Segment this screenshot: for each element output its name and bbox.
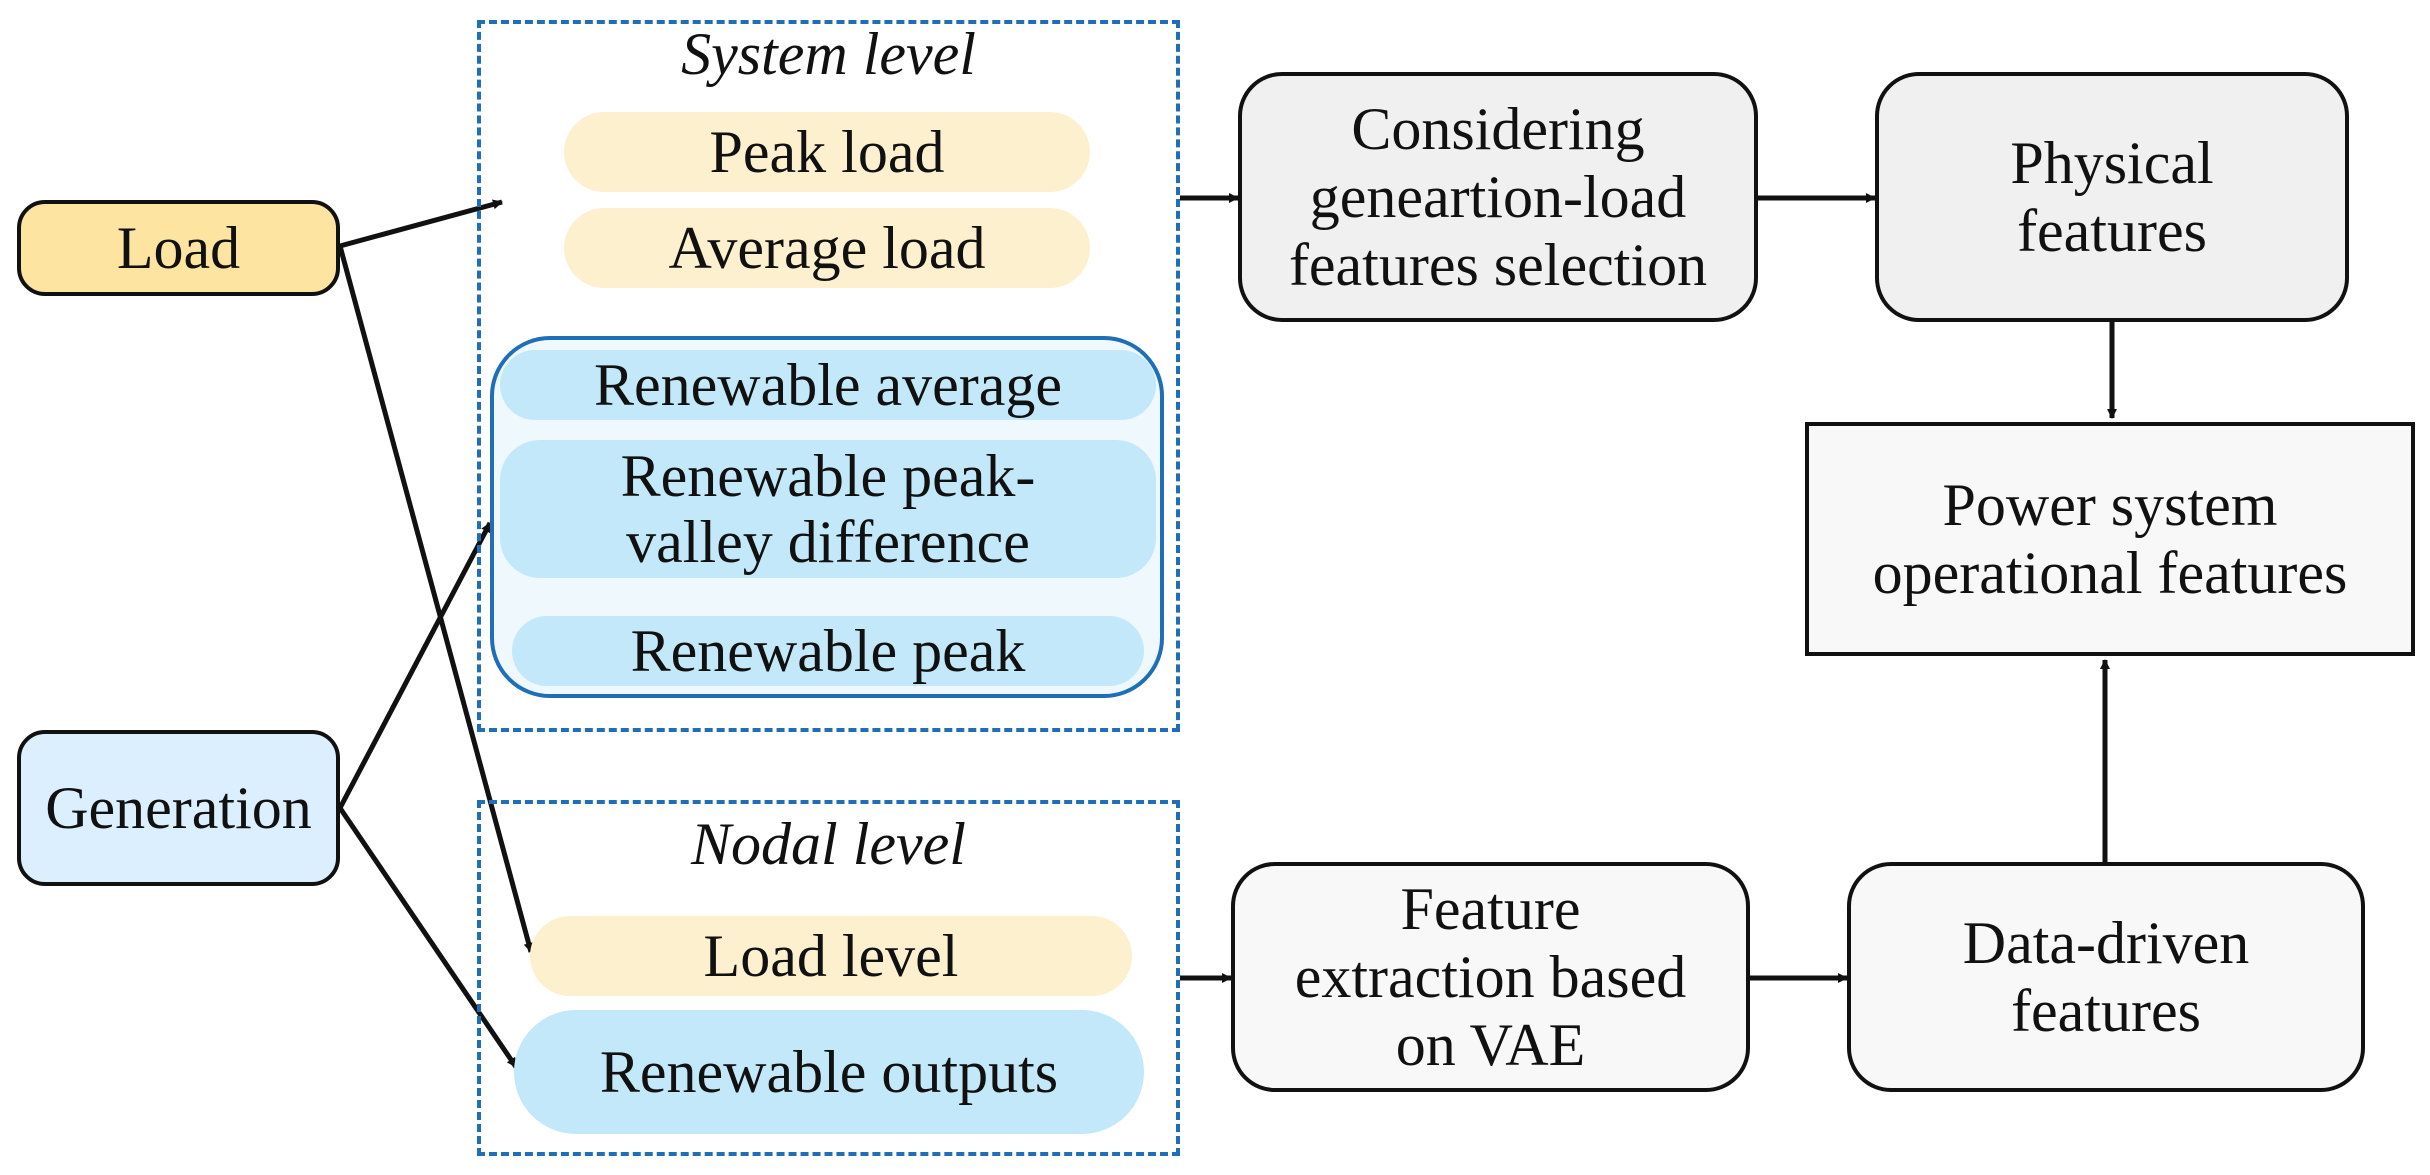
renewable-outputs-pill: Renewable outputs: [514, 1010, 1144, 1134]
data-driven-features-box: Data-driven features: [1847, 862, 2365, 1092]
nodal-level-group: [477, 800, 1180, 1156]
load-level-label: Load level: [703, 923, 959, 989]
generation-source-box: Generation: [17, 730, 340, 886]
arrow-generation-to-renewable-outputs: [337, 806, 519, 1069]
renewable-peak-pill: Renewable peak: [512, 616, 1144, 686]
renewable-average-label: Renewable average: [593, 352, 1063, 418]
vae-line1: Feature: [1400, 876, 1581, 942]
average-load-label: Average load: [668, 215, 986, 281]
physical-line2: features: [2017, 198, 2207, 264]
arrow-generation-to-renewable: [337, 521, 493, 810]
arrow-load-to-system: [339, 199, 503, 249]
operational-line2: operational features: [1872, 540, 2348, 606]
generation-source-label: Generation: [45, 775, 312, 841]
average-load-pill: Average load: [564, 208, 1090, 288]
peak-load-label: Peak load: [709, 119, 945, 185]
load-level-pill: Load level: [530, 916, 1132, 996]
operational-features-box: Power system operational features: [1805, 422, 2415, 656]
renewable-peak-label: Renewable peak: [630, 618, 1026, 684]
considering-line3: features selection: [1288, 232, 1708, 298]
data-driven-line2: features: [2011, 978, 2201, 1044]
renewable-peak-valley-line1: Renewable peak-: [620, 443, 1036, 509]
data-driven-line1: Data-driven: [1962, 910, 2250, 976]
vae-line2: extraction based: [1294, 944, 1687, 1010]
system-level-group: [477, 20, 1180, 732]
arrow-load-to-load-level: [337, 245, 534, 953]
nodal-level-title: Nodal level: [691, 811, 966, 877]
considering-line1: Considering: [1351, 96, 1645, 162]
vae-line3: on VAE: [1395, 1012, 1586, 1078]
operational-line1: Power system: [1942, 472, 2278, 538]
renewable-peak-valley-pill: Renewable peak- valley difference: [500, 440, 1156, 578]
renewable-average-pill: Renewable average: [500, 350, 1156, 420]
peak-load-pill: Peak load: [564, 112, 1090, 192]
vae-extraction-box: Feature extraction based on VAE: [1231, 862, 1750, 1092]
load-source-label: Load: [116, 215, 241, 281]
physical-features-box: Physical features: [1875, 72, 2349, 322]
considering-line2: geneartion-load: [1309, 164, 1687, 230]
load-source-box: Load: [17, 200, 340, 296]
considering-selection-box: Considering geneartion-load features sel…: [1238, 72, 1758, 322]
renewable-peak-valley-line2: valley difference: [626, 509, 1030, 575]
renewable-outputs-label: Renewable outputs: [599, 1039, 1059, 1105]
system-level-title: System level: [681, 21, 976, 87]
physical-line1: Physical: [2010, 130, 2214, 196]
